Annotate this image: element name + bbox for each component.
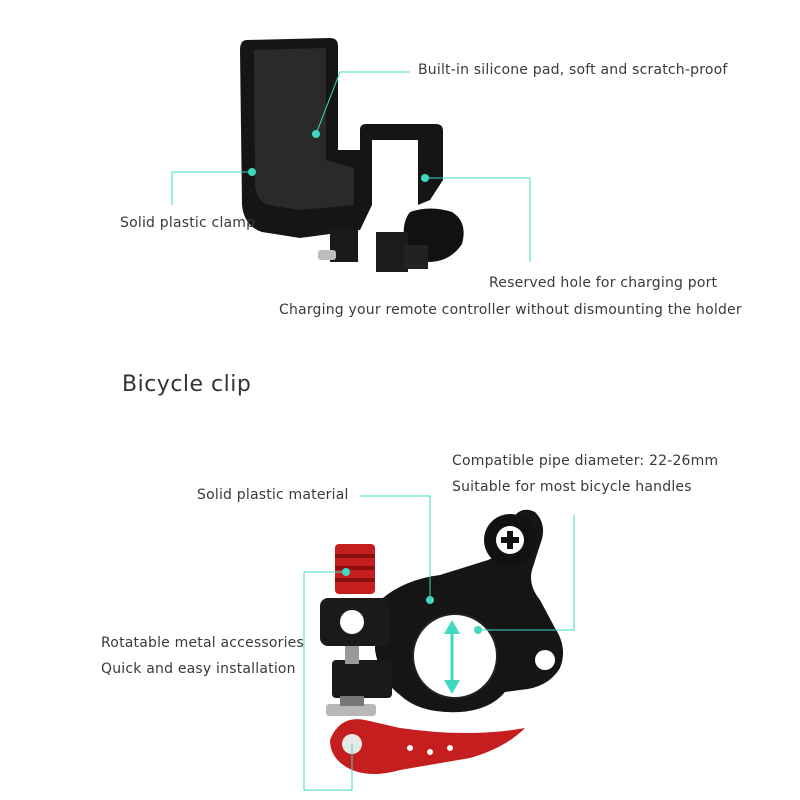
pad-callout: Built-in silicone pad, soft and scratch-… — [418, 62, 728, 78]
phone-holder-image — [240, 38, 464, 272]
bicycle-clip-heading: Bicycle clip — [122, 372, 252, 397]
accessories-title: Rotatable metal accessories — [101, 635, 304, 651]
material-callout: Solid plastic material — [197, 487, 349, 503]
pipe-diameter-detail: Suitable for most bicycle handles — [452, 479, 692, 495]
phone-holder-callout-lines — [171, 71, 531, 262]
charging-hole-detail: Charging your remote controller without … — [279, 302, 742, 318]
pipe-diameter-title: Compatible pipe diameter: 22-26mm — [452, 453, 719, 469]
bicycle-clip-image — [320, 509, 564, 774]
accessories-detail: Quick and easy installation — [101, 661, 296, 677]
clamp-callout: Solid plastic clamp — [120, 215, 256, 231]
bicycle-callout-lines — [303, 495, 575, 791]
phone-holder-callout-dots — [248, 130, 429, 182]
diameter-arrow — [444, 620, 460, 694]
bicycle-callout-dots — [342, 568, 482, 634]
charging-hole-title: Reserved hole for charging port — [489, 275, 718, 291]
